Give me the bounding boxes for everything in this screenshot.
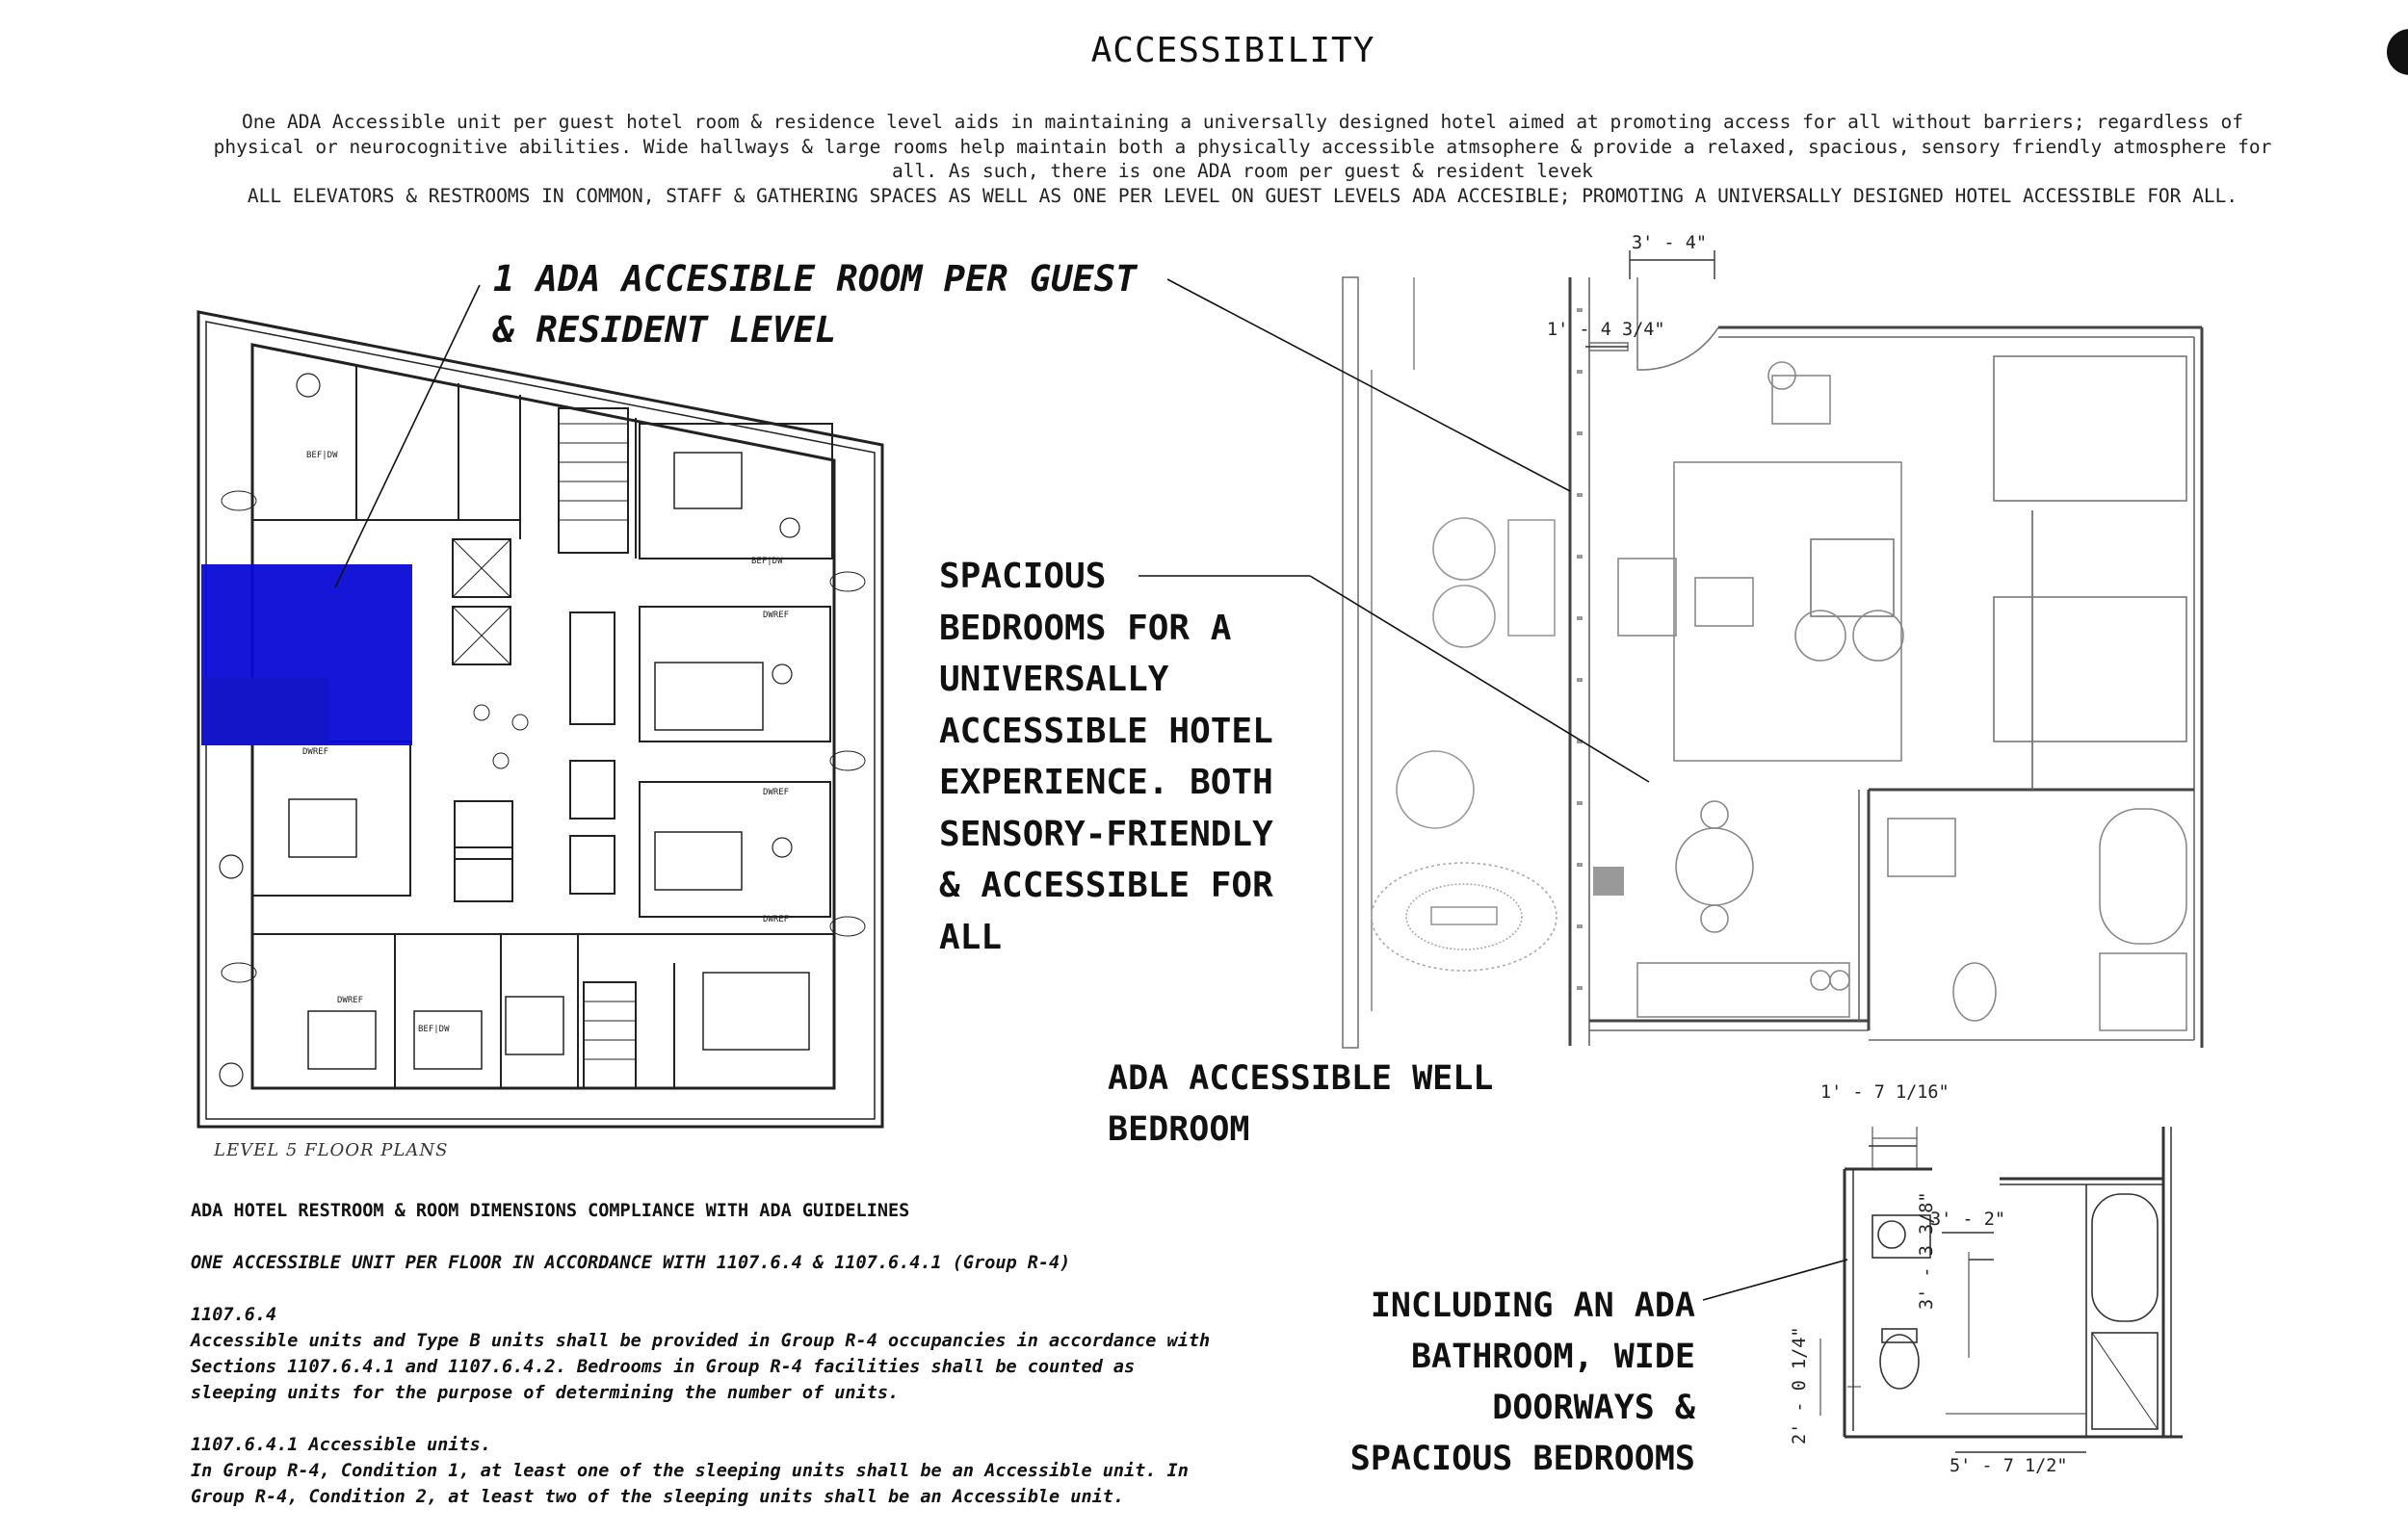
unit-tag: BEF|DW [751, 557, 783, 566]
section-line: In Group R-4, Condition 1, at least one … [191, 1461, 1189, 1481]
callout-well-bedroom: ADA ACCESSIBLE WELL BEDROOM [1108, 1054, 1493, 1156]
bathroom-detail-plan [1819, 1127, 2183, 1439]
callout-line: SPACIOUS [939, 557, 1107, 596]
floor-plan-caption: LEVEL 5 FLOOR PLANS [214, 1140, 449, 1160]
callout-line: EXPERIENCE. BOTH [939, 763, 1273, 802]
callout-line: UNIVERSALLY [939, 660, 1169, 699]
callout-line: BEDROOM [1108, 1110, 1250, 1149]
callout-line: & ACCESSIBLE FOR [939, 866, 1273, 905]
section-title: 1107.6.4.1 Accessible units. [191, 1435, 491, 1455]
intro-line: One ADA Accessible unit per guest hotel … [242, 111, 2243, 133]
callout-spacious-bedrooms: SPACIOUS BEDROOMS FOR A UNIVERSALLY ACCE… [939, 551, 1273, 963]
section-line: Sections 1107.6.4.1 and 1107.6.4.2. Bedr… [191, 1357, 1136, 1377]
callout-line: ACCESSIBLE HOTEL [939, 711, 1273, 751]
dimension-lines [1585, 250, 2086, 1453]
callout-line: BATHROOM, WIDE [1410, 1338, 1695, 1376]
page-title: ACCESSIBILITY [1090, 31, 1375, 70]
callout-line: 1 ADA ACCESIBLE ROOM PER GUEST [493, 258, 1138, 299]
compliance-subheading: ONE ACCESSIBLE UNIT PER FLOOR IN ACCORDA… [191, 1253, 1071, 1273]
intro-line: physical or neurocognitive abilities. Wi… [213, 135, 2272, 158]
ada-room-highlight [201, 564, 412, 745]
section-title: 1107.6.4 [191, 1305, 277, 1325]
dimension-door-width: 3' - 4" [1632, 233, 1707, 253]
section-line: Group R-4, Condition 2, at least two of … [191, 1487, 1125, 1507]
unit-tag: BEF|DW [418, 1025, 450, 1034]
dimension-bath-width: 3' - 2" [1930, 1210, 2005, 1230]
callout-line: SPACIOUS BEDROOMS [1349, 1440, 1695, 1478]
enlarged-room-plan [1342, 276, 2204, 1049]
compliance-heading: ADA HOTEL RESTROOM & ROOM DIMENSIONS COM… [191, 1201, 910, 1221]
callout-line: SENSORY-FRIENDLY [939, 814, 1273, 854]
callout-line: ALL [939, 917, 1003, 957]
leader-lines [334, 278, 1848, 1301]
section-line: Accessible units and Type B units shall … [191, 1331, 1211, 1351]
unit-tag: DWREF [302, 747, 329, 757]
intro-line: ALL ELEVATORS & RESTROOMS IN COMMON, STA… [247, 184, 2238, 207]
page-marker-dot [2387, 29, 2408, 75]
callout-ada-room: 1 ADA ACCESIBLE ROOM PER GUEST & RESIDEN… [493, 253, 1137, 355]
callout-line: & RESIDENT LEVEL [493, 309, 837, 351]
unit-tag: DWREF [763, 788, 790, 797]
section-line: sleeping units for the purpose of determ… [191, 1383, 900, 1403]
unit-tag: DWREF [763, 611, 790, 620]
callout-line: INCLUDING AN ADA [1370, 1287, 1695, 1325]
dimension-bath-depth: 3' - 3 3/8" [1917, 1191, 1937, 1310]
intro-line: all. As such, there is one ADA room per … [892, 160, 1593, 182]
dimension-bath-length: 5' - 7 1/2" [1950, 1456, 2068, 1476]
callout-line: ADA ACCESSIBLE WELL [1108, 1059, 1494, 1098]
callout-bathroom: INCLUDING AN ADA BATHROOM, WIDE DOORWAYS… [1320, 1281, 1695, 1485]
intro-paragraph: One ADA Accessible unit per guest hotel … [164, 110, 2321, 208]
callout-line: DOORWAYS & [1492, 1389, 1695, 1427]
level-5-floor-plan [196, 310, 884, 1129]
unit-tag: DWREF [763, 915, 790, 924]
dimension-bath-clearance: 1' - 7 1/16" [1820, 1082, 1950, 1103]
compliance-text: ADA HOTEL RESTROOM & ROOM DIMENSIONS COM… [191, 1198, 1347, 1510]
dimension-bath-side: 2' - 0 1/4" [1790, 1326, 1810, 1444]
unit-tag: BEF|DW [306, 451, 338, 460]
callout-line: BEDROOMS FOR A [939, 608, 1232, 648]
dimension-door-offset: 1' - 4 3/4" [1547, 320, 1665, 340]
unit-tag: DWREF [337, 996, 364, 1005]
